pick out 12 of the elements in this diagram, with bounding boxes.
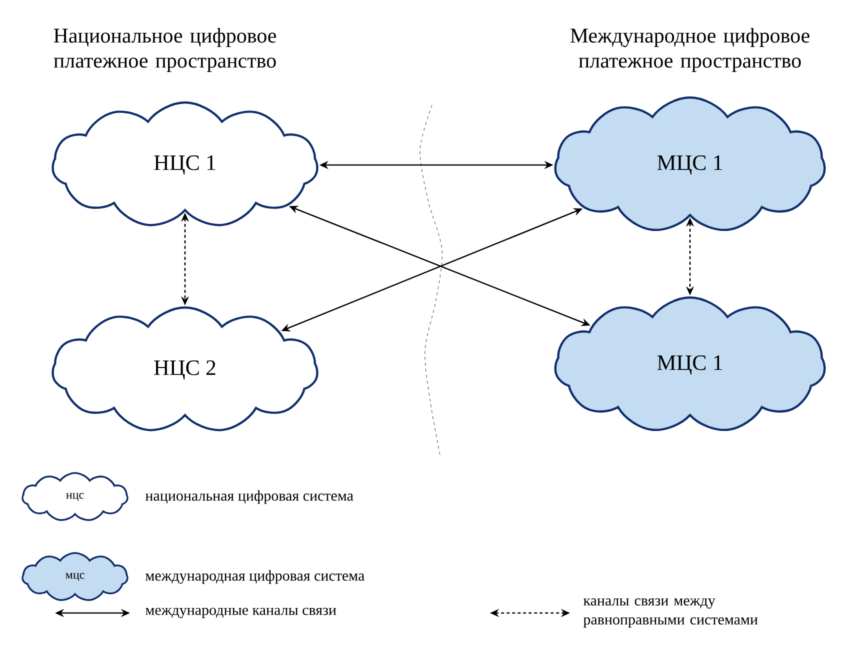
heading: Международное цифровое платежное пространство bbox=[570, 28, 810, 72]
cloud: нцс bbox=[22, 472, 128, 521]
cloud: НЦС 2 bbox=[52, 306, 318, 432]
legend-text: международная цифровая система bbox=[146, 570, 364, 584]
cloud: НЦС 1 bbox=[52, 101, 318, 226]
legend-text: национальная цифровая система bbox=[145, 490, 354, 504]
cloud: МЦС 1 bbox=[554, 296, 826, 432]
cloud: МЦС 1 bbox=[554, 96, 826, 232]
legend-text: международные каналы связи bbox=[146, 608, 336, 618]
cloud: мцс bbox=[22, 552, 128, 601]
heading: Национальное цифровое платежное пространство bbox=[54, 28, 276, 72]
legend-text: каналы связи между равноправными системами bbox=[583, 598, 758, 628]
